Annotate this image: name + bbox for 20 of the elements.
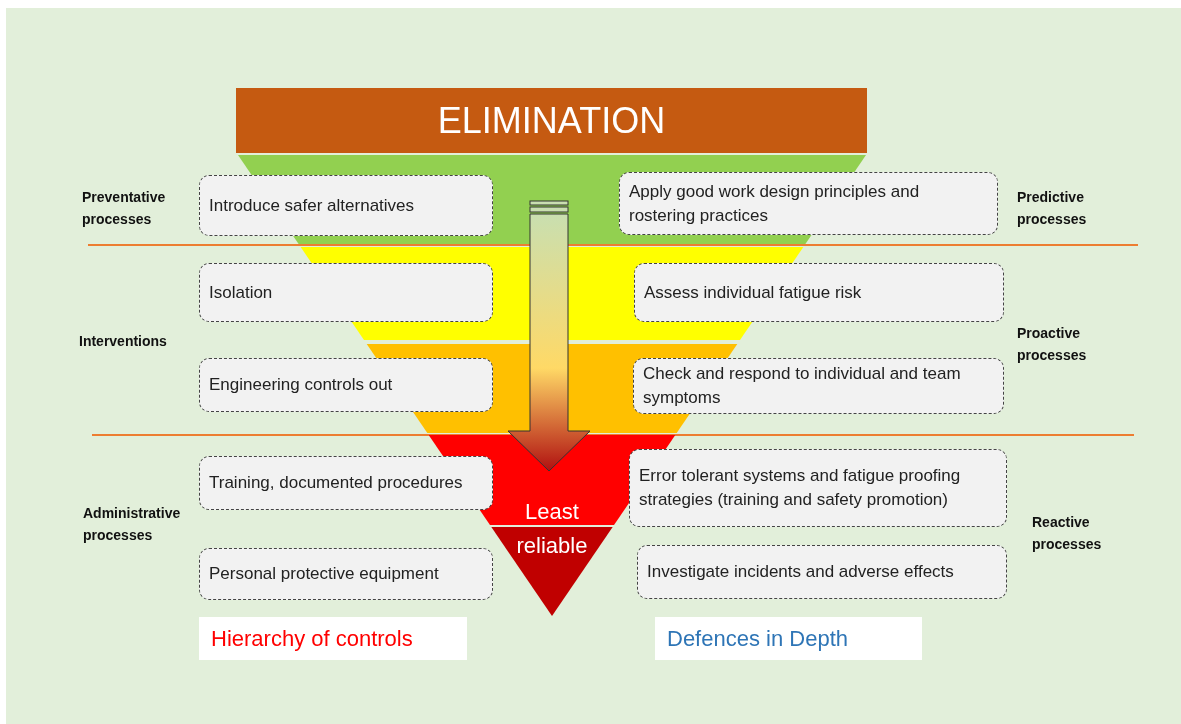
process-box: Investigate incidents and adverse effects bbox=[637, 545, 1007, 599]
banner-band: ELIMINATION bbox=[236, 88, 867, 153]
process-box: Personal protective equipment bbox=[199, 548, 493, 600]
process-box: Engineering controls out bbox=[199, 358, 493, 412]
row-label: Administrative processes bbox=[83, 504, 182, 545]
section-title: Defences in Depth bbox=[655, 617, 922, 660]
row-label: Preventative processes bbox=[82, 188, 167, 229]
process-box: Apply good work design principles and rostering practices bbox=[619, 172, 998, 235]
band-label: Least reliable bbox=[515, 498, 589, 560]
row-label: Predictive processes bbox=[1017, 188, 1088, 229]
process-box: Introduce safer alternatives bbox=[199, 175, 493, 236]
row-label: Reactive processes bbox=[1032, 513, 1103, 554]
row-label: Proactive processes bbox=[1017, 324, 1088, 365]
section-title: Hierarchy of controls bbox=[199, 617, 467, 660]
process-box: Assess individual fatigue risk bbox=[634, 263, 1004, 322]
process-box: Error tolerant systems and fatigue proofing strategies (training and safety promotion) bbox=[629, 449, 1007, 527]
process-box: Training, documented procedures bbox=[199, 456, 493, 510]
process-box: Check and respond to individual and team symptoms bbox=[633, 358, 1004, 414]
process-box: Isolation bbox=[199, 263, 493, 322]
row-label: Interventions bbox=[79, 332, 168, 351]
